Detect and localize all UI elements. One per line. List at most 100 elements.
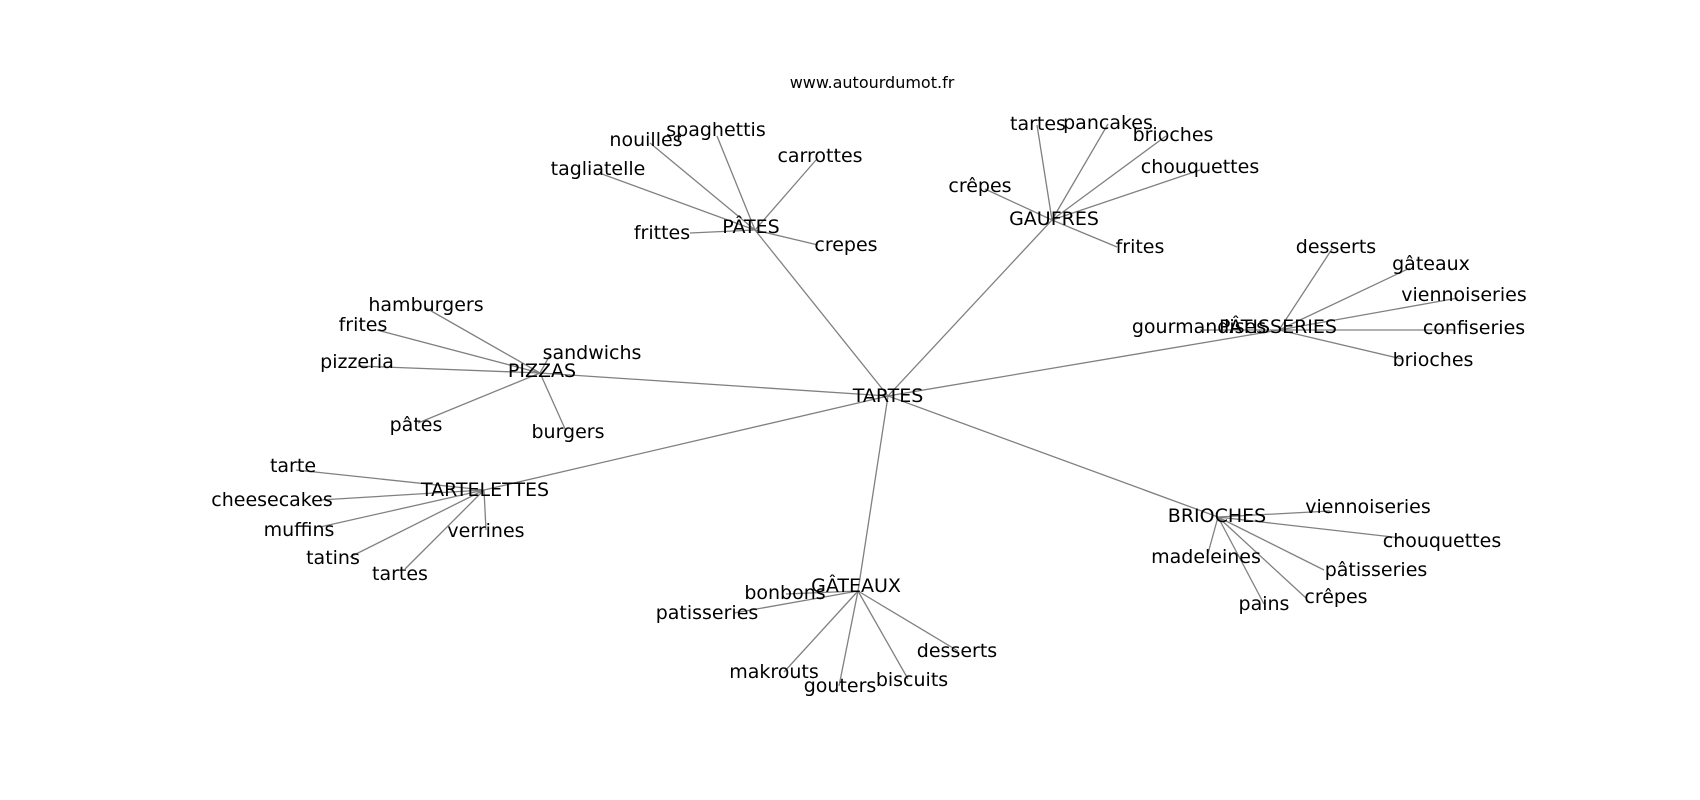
edge-tartelettes-tatins [349,489,485,558]
node-brioches-pains: pains [1239,593,1290,615]
node-pates-nouilles: nouilles [609,129,682,151]
edge-gateaux-gouters [838,590,859,687]
edge-gaufres-chouquettes [1051,169,1201,221]
node-brioches-viennoiseries: viennoiseries [1305,496,1430,518]
node-hub-gaufres: GAUFRES [1009,208,1099,230]
node-pates-frittes: frittes [634,222,690,244]
node-patisseries-gourmandises: gourmandises [1132,316,1266,338]
edge-brioches-patisseries [1217,516,1325,571]
node-gateaux-makrouts: makrouts [729,661,819,683]
edge-gaufres-pancakes [1051,123,1109,221]
node-tartelettes-tatins: tatins [306,547,360,569]
edge-patisseries-viennoiseries [1278,297,1459,331]
node-gateaux-bonbons: bonbons [744,582,825,604]
edge-gaufres-tartes [1036,124,1053,221]
node-pizzas-frites: frites [339,314,388,336]
graph-labels: www.autourdumot.fr TARTES PÂTES spaghettis… [211,73,1526,697]
node-pizzas-pates: pâtes [390,414,443,436]
node-brioches-madeleines: madeleines [1151,546,1261,568]
edge-pates-carrottes [754,159,817,231]
edge-tartelettes-cheesecakes [319,489,485,501]
node-tartelettes-verrines: verrines [447,520,524,542]
edge-tartes-pizzas [539,372,889,397]
edge-brioches-viennoiseries [1217,510,1331,518]
node-gaufres-tartes: tartes [1010,113,1066,135]
node-brioches-chouquettes: chouquettes [1383,530,1501,552]
node-tartelettes-tarte: tarte [270,455,316,477]
node-tartelettes-muffins: muffins [264,519,335,541]
node-pates-spaghettis: spaghettis [666,119,765,141]
edge-pizzas-pizzeria [357,365,541,374]
edge-pates-tagliatelle [601,173,756,231]
edge-tartes-brioches [887,395,1219,518]
node-gaufres-chouquettes: chouquettes [1141,156,1259,178]
node-gateaux-desserts: desserts [917,640,997,662]
edge-pates-spaghettis [716,135,756,231]
node-gaufres-crepes: crêpes [948,175,1011,197]
node-gateaux-gouters: gouters [804,675,877,697]
edge-gateaux-desserts [857,590,959,652]
edge-patisseries-brioches [1278,329,1403,360]
edge-gateaux-biscuits [857,590,909,680]
node-pizzas-pizzeria: pizzeria [320,351,394,373]
node-pates-crepes: crepes [814,234,877,256]
node-pates-tagliatelle: tagliatelle [551,158,646,180]
node-hub-tartelettes: TARTELETTES [420,479,549,501]
edge-pates-crepes [754,229,819,246]
node-pizzas-hamburgers: hamburgers [368,294,483,316]
edge-brioches-pains [1217,516,1265,605]
edge-tartes-pates [754,229,889,397]
node-tartelettes-cheesecakes: cheesecakes [211,489,332,511]
edge-tartes-tartelettes [483,395,889,491]
edge-brioches-madeleines [1206,516,1219,558]
edge-gaufres-frites [1051,219,1118,248]
node-patisseries-viennoiseries: viennoiseries [1401,284,1526,306]
node-pizzas-sandwichs: sandwichs [543,342,642,364]
node-gateaux-patisseries: patisseries [656,602,759,624]
node-tartelettes-tartes: tartes [372,563,428,585]
edge-pizzas-hamburgers [425,307,541,374]
edge-tartelettes-tarte [295,469,485,491]
graph-edges [295,123,1459,687]
edge-pates-nouilles [649,142,756,231]
node-hub-patisseries: PÂTISSERIES [1219,315,1337,338]
edge-pizzas-burgers [539,372,567,432]
node-hub-brioches: BRIOCHES [1168,505,1266,527]
edge-pizzas-frites [376,329,541,374]
edge-gateaux-makrouts [783,590,859,673]
edge-patisseries-gateaux [1278,267,1411,331]
edge-brioches-chouquettes [1217,516,1402,539]
node-patisseries-gateaux: gâteaux [1392,253,1470,275]
edge-gateaux-patisseries [733,590,859,614]
node-hub-gateaux: GÂTEAUX [811,574,901,597]
edge-tartelettes-muffins [319,489,485,528]
edge-patisseries-desserts [1278,248,1333,331]
node-brioches-patisseries: pâtisseries [1325,559,1428,581]
node-patisseries-confiseries: confiseries [1423,317,1525,339]
edge-pates-frittes [689,229,756,234]
node-pizzas-burgers: burgers [531,421,604,443]
edge-gaufres-brioches [1051,135,1167,221]
edge-pizzas-pates [417,372,541,424]
node-pates-carrottes: carrottes [777,145,862,167]
node-patisseries-desserts: desserts [1296,236,1376,258]
source-site-label: www.autourdumot.fr [790,73,955,92]
edge-gateaux-bonbons [785,590,859,595]
node-gaufres-frites: frites [1116,236,1165,258]
node-gateaux-biscuits: biscuits [876,669,948,691]
edge-tartes-gateaux [857,395,889,592]
edge-tartes-gaufres [887,219,1053,397]
edge-brioches-crepes [1217,516,1307,599]
edge-tartes-patisseries [887,329,1280,397]
node-gaufres-brioches: brioches [1133,124,1214,146]
edge-pizzas-sandwichs [539,354,551,374]
edge-tartelettes-verrines [483,489,487,531]
edge-tartelettes-tartes [404,489,485,570]
node-tartes-center: TARTES [852,385,924,407]
edge-gaufres-crepes [984,188,1053,221]
node-gaufres-pancakes: pancakes [1063,112,1153,134]
node-hub-pizzas: PIZZAS [508,360,576,382]
node-hub-pates: PÂTES [722,215,779,238]
node-patisseries-brioches: brioches [1393,349,1474,371]
